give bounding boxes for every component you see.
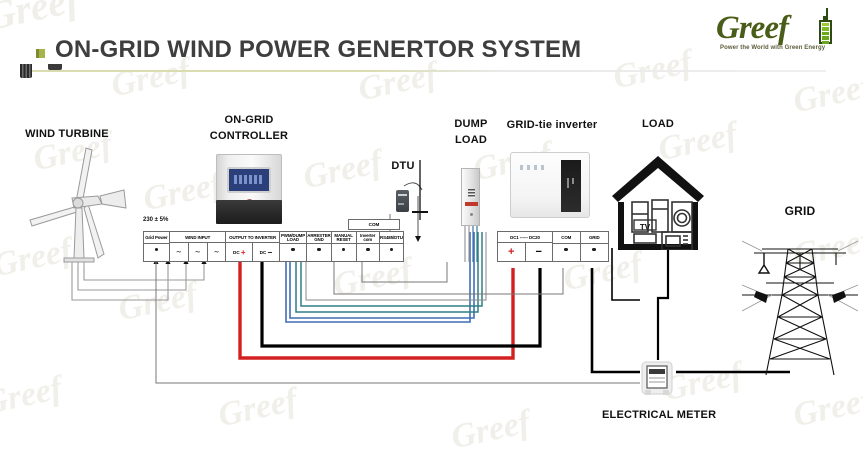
terminal-dc-positive[interactable]: DC + <box>226 243 254 261</box>
terminal-phase-w[interactable]: ∼ <box>213 249 220 257</box>
grid-tie-inverter-unit[interactable] <box>510 152 590 218</box>
terminal-hole[interactable] <box>365 247 370 252</box>
dump-load-vent-icon <box>468 189 475 198</box>
watermark: Greef <box>448 403 534 457</box>
brand-logo: Greef Power the World with Green Energy <box>716 8 856 54</box>
house-load-illustration: TV <box>608 152 708 251</box>
terminal-inverter-dc-negative[interactable]: − <box>535 246 542 259</box>
watermark: Greef <box>0 369 66 423</box>
terminal-caption: PWM/DUMP LOAD <box>279 232 307 244</box>
terminal-arrester-gnd[interactable]: ARRESTER GND <box>307 232 332 261</box>
terminal-caption: COM <box>553 232 580 244</box>
controller-display <box>227 167 271 193</box>
inverter-display-panel <box>561 160 581 212</box>
terminal-hole[interactable] <box>291 247 295 252</box>
watermark: Greef <box>115 275 201 329</box>
inverter-terminal-strip[interactable]: DC1 ------ DC20 + − COM GRID <box>497 231 609 262</box>
watermark: Greef <box>215 381 301 435</box>
tv-icon-label: TV <box>640 223 651 232</box>
controller-label-line2: CONTROLLER <box>209 130 289 142</box>
terminal-inverter-dc-positive[interactable]: + <box>498 243 526 261</box>
title-bullet-icon <box>36 49 45 58</box>
dtu-device[interactable] <box>396 190 409 212</box>
terminal-hole[interactable] <box>154 247 159 252</box>
terminal-inverter-com[interactable]: COM <box>553 232 581 261</box>
terminal-wind-input[interactable]: WIND INPUT ∼ ∼ ∼ <box>169 232 227 261</box>
controller-com-header: COM <box>348 219 400 230</box>
terminal-phase-u[interactable]: ∼ <box>170 243 189 261</box>
inverter-connector-block <box>20 64 32 78</box>
wind-turbine-illustration <box>28 146 138 270</box>
terminal-phase-v[interactable]: ∼ <box>189 243 208 261</box>
inverter-status-leds <box>520 165 546 170</box>
watermark: Greef <box>790 67 863 121</box>
terminal-caption: ARRESTER GND <box>307 232 331 244</box>
controller-terminal-cover <box>216 200 282 224</box>
terminal-caption: RS485/DTU <box>379 232 403 244</box>
dump-load-brand-strip <box>465 202 478 206</box>
terminal-hole[interactable] <box>564 247 569 252</box>
grid-label: GRID <box>784 204 816 218</box>
logo-tagline: Power the World with Green Energy <box>720 45 826 51</box>
load-label: LOAD <box>642 118 674 130</box>
terminal-dc-negative[interactable]: DC − <box>259 247 273 257</box>
terminal-rs485-dtu[interactable]: RS485/DTU <box>379 232 403 261</box>
terminal-inverter-dc-input[interactable]: DC1 ------ DC20 + − <box>498 232 553 261</box>
transmission-tower-illustration <box>741 225 859 376</box>
dump-load-indicator <box>470 213 473 216</box>
dump-load-unit[interactable] <box>461 168 480 226</box>
controller-voltage-note: 230 ± 5% <box>143 217 169 223</box>
controller-label-line1: ON-GRID <box>224 114 274 126</box>
terminal-caption: Inverter com <box>356 232 379 244</box>
title-divider <box>26 70 826 72</box>
dtu-label-strip <box>398 203 404 205</box>
terminal-hole[interactable] <box>341 247 346 252</box>
logo-battery-cap-icon <box>823 16 828 20</box>
terminal-pwm-dump-load[interactable]: PWM/DUMP LOAD <box>279 232 308 261</box>
terminal-caption: DC1 ------ DC20 <box>498 232 552 244</box>
terminal-output-to-inverter[interactable]: OUTPUT TO INVERTER DC + DC − <box>226 232 280 261</box>
inverter-label: GRID-tie inverter <box>506 119 598 131</box>
terminal-inverter-grid[interactable]: GRID <box>580 232 608 261</box>
terminal-inverter-com[interactable]: Inverter com <box>356 232 380 261</box>
wind-turbine-label: WIND TURBINE <box>25 128 109 140</box>
watermark: Greef <box>300 143 386 197</box>
terminal-hole[interactable] <box>389 247 394 252</box>
watermark: Greef <box>790 381 863 435</box>
terminal-grid-power[interactable]: Grid Power <box>144 232 170 261</box>
controller-terminal-strip[interactable]: Grid Power WIND INPUT ∼ ∼ ∼ OUTPUT TO IN… <box>143 231 404 262</box>
terminal-caption: Grid Power <box>144 232 169 244</box>
page-title: ON-GRID WIND POWER GENERTOR SYSTEM <box>55 36 582 63</box>
dump-load-label-line1: DUMP <box>454 118 488 130</box>
inverter-mount-bracket <box>48 64 62 70</box>
terminal-manual-reset[interactable]: MANUAL RESET <box>331 232 357 261</box>
watermark: Greef <box>0 0 83 39</box>
electrical-meter-label: ELECTRICAL METER <box>602 409 717 421</box>
logo-battery-icon <box>819 20 832 44</box>
logo-bolt-icon <box>826 8 828 17</box>
terminal-hole[interactable] <box>592 247 597 252</box>
electrical-meter-unit[interactable] <box>640 360 674 396</box>
dump-load-label-line2: LOAD <box>455 134 487 146</box>
terminal-caption: GRID <box>580 232 608 244</box>
watermark: Greef <box>140 165 226 219</box>
dtu-label: DTU <box>391 160 415 172</box>
terminal-caption: MANUAL RESET <box>331 232 356 244</box>
terminal-hole[interactable] <box>317 247 321 252</box>
dtu-led-strip <box>398 194 407 196</box>
terminal-caption: WIND INPUT <box>169 232 226 244</box>
terminal-caption: OUTPUT TO INVERTER <box>226 232 279 244</box>
logo-wordmark: Greef <box>716 10 789 46</box>
